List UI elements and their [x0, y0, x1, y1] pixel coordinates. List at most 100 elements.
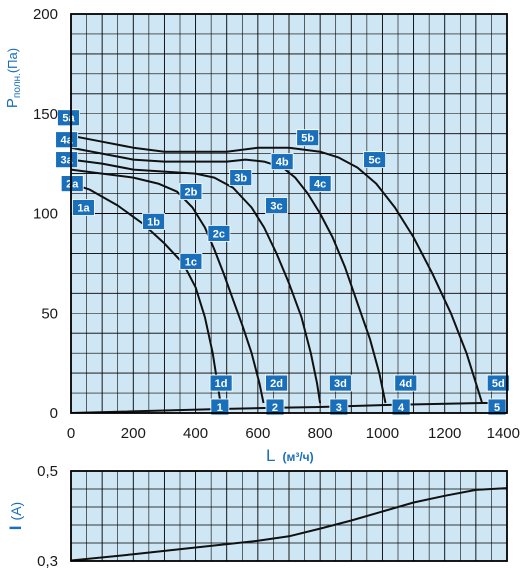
- x-tick-label: 1200: [428, 425, 461, 442]
- point-tag-label: 4b: [276, 157, 289, 169]
- point-tag-label: 2c: [213, 228, 225, 240]
- point-tag-2: 2: [265, 398, 285, 416]
- point-tag-label: 4: [398, 402, 405, 414]
- point-tag-box: [55, 151, 79, 169]
- y-axis-label: Pполн.(Па): [4, 48, 23, 108]
- point-tag-1d: 1d: [209, 374, 233, 392]
- point-tag-box: [179, 252, 203, 270]
- x-tick-label: 200: [121, 425, 146, 442]
- point-tag-1a: 1a: [72, 199, 95, 216]
- point-tag-box: [60, 175, 84, 192]
- series-line-3: [71, 158, 322, 404]
- point-tag-label: 1a: [77, 203, 90, 215]
- point-tag-4b: 4b: [270, 153, 294, 171]
- x-tick-label: 1400: [487, 425, 520, 442]
- point-tag-box: [55, 131, 79, 149]
- point-tag-label: 1c: [185, 256, 197, 268]
- point-tag-label: 5c: [369, 155, 381, 167]
- point-tag-box: [328, 374, 352, 392]
- current-axis-label: I (A): [6, 502, 25, 530]
- point-tag-box: [179, 183, 203, 200]
- point-tag-4c: 4c: [308, 175, 332, 192]
- point-tag-3b: 3b: [229, 169, 253, 186]
- point-tag-label: 3c: [270, 201, 282, 213]
- current-series: [71, 487, 507, 561]
- point-tag-label: 5b: [301, 133, 314, 145]
- point-tag-box: [329, 398, 349, 416]
- y-tick-label: 0: [50, 405, 58, 422]
- point-tag-5b: 5b: [296, 129, 320, 147]
- point-tag-label: 2d: [270, 378, 283, 390]
- y-axis-label-main: P: [4, 98, 21, 108]
- point-tag-2b: 2b: [179, 183, 203, 200]
- current-y-tick-label: 0,5: [37, 463, 58, 480]
- y-axis-label-unit: (Па): [5, 48, 20, 73]
- point-tag-1c: 1c: [179, 252, 203, 270]
- x-axis-label: L(м³/ч): [266, 446, 314, 465]
- point-tag-box: [308, 175, 332, 192]
- point-tag-box: [72, 199, 95, 216]
- point-tag-box: [265, 374, 288, 392]
- main-tags: 1a 1b 1c 1d 1 2a 2b 2c 2d 2 3a 3b 3c 3d 3 4a 4b 4c 4d 4 5a 5b…: [55, 109, 510, 416]
- point-tag-4d: 4d: [394, 374, 418, 392]
- current-y-tick-label: 0,3: [37, 553, 58, 570]
- y-tick-label: 150: [33, 106, 58, 123]
- point-tag-label: 2: [272, 402, 278, 414]
- point-tag-label: 1: [217, 402, 223, 414]
- point-tag-label: 2a: [66, 179, 79, 191]
- point-tag-3c: 3c: [265, 197, 288, 214]
- y-tick-label: 200: [33, 6, 58, 23]
- point-tag-label: 3: [336, 402, 342, 414]
- point-tag-label: 5a: [62, 113, 75, 125]
- point-tag-box: [394, 374, 418, 392]
- point-tag-2a: 2a: [60, 175, 84, 192]
- x-axis-label-main: L: [266, 446, 275, 465]
- point-tag-1: 1: [210, 398, 230, 416]
- point-tag-box: [487, 398, 507, 416]
- y-tick-label: 50: [41, 305, 58, 322]
- current-y-ticks: 0,3 0,5: [37, 463, 58, 570]
- point-tag-5: 5: [487, 398, 507, 416]
- x-tick-label: 600: [245, 425, 270, 442]
- main-grid: [71, 14, 507, 413]
- point-tag-5c: 5c: [363, 151, 387, 169]
- point-tag-1b: 1b: [142, 213, 165, 230]
- point-tag-5d: 5d: [486, 374, 510, 392]
- point-tag-box: [265, 197, 288, 214]
- point-tag-label: 2b: [184, 187, 197, 199]
- point-tag-label: 1b: [147, 216, 160, 228]
- point-tag-box: [57, 109, 80, 127]
- point-tag-label: 1d: [215, 378, 228, 390]
- current-plot-frame: [70, 470, 508, 562]
- point-tag-box: [229, 169, 253, 186]
- point-tag-label: 5: [494, 402, 500, 414]
- point-tag-2c: 2c: [207, 225, 231, 242]
- current-axis-label-unit: (A): [8, 502, 24, 521]
- point-tag-label: 4c: [314, 179, 326, 191]
- point-tag-5a: 5a: [57, 109, 80, 127]
- current-plot: 0,3 0,5 I (A): [6, 463, 508, 570]
- x-tick-label: 800: [308, 425, 333, 442]
- x-tick-label: 1000: [366, 425, 399, 442]
- point-tag-box: [265, 398, 285, 416]
- point-tag-box: [363, 151, 387, 169]
- point-tag-3a: 3a: [55, 151, 79, 169]
- main-plot: 1a 1b 1c 1d 1 2a 2b 2c 2d 2 3a 3b 3c 3d 3 4a 4b 4c 4d 4 5a 5b…: [4, 6, 520, 465]
- point-tag-3d: 3d: [328, 374, 352, 392]
- point-tag-4a: 4a: [55, 131, 79, 149]
- point-tag-box: [391, 398, 411, 416]
- point-tag-label: 5d: [492, 378, 505, 390]
- point-tag-4: 4: [391, 398, 411, 416]
- current-line: [71, 487, 507, 561]
- point-tag-box: [270, 153, 294, 171]
- point-tag-box: [210, 398, 230, 416]
- point-tag-box: [209, 374, 233, 392]
- point-tag-label: 3d: [334, 378, 347, 390]
- point-tag-box: [142, 213, 165, 230]
- point-tag-box: [207, 225, 231, 242]
- current-axis-label-main: I: [6, 525, 25, 530]
- series-line-4: [71, 146, 387, 404]
